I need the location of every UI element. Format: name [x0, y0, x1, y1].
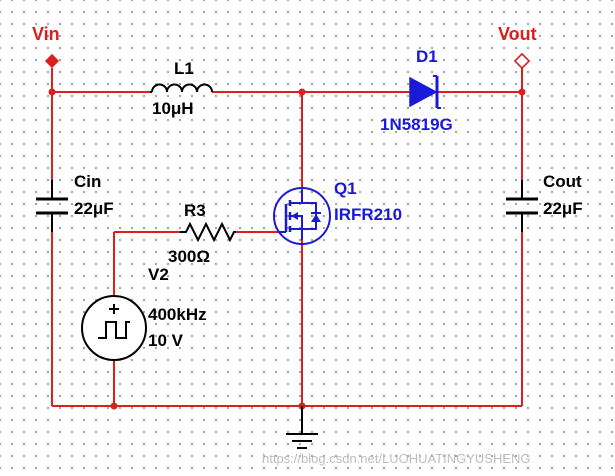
diode-d1-value: 1N5819G	[380, 115, 453, 134]
voltage-source-v2-freq: 400kHz	[148, 305, 207, 324]
capacitor-cin[interactable]: Cin 22μF	[36, 172, 114, 232]
diode-d1-schottky-hooks	[433, 75, 441, 109]
diode-d1[interactable]: D1 1N5819G	[380, 47, 453, 134]
capacitor-cin-value: 22μF	[74, 199, 114, 218]
voltage-source-v2-name: V2	[148, 265, 169, 284]
resistor-r3-name: R3	[184, 201, 206, 220]
junction-vout	[518, 88, 526, 96]
inductor-l1-coil	[151, 83, 213, 93]
capacitor-cout[interactable]: Cout 22μF	[506, 172, 583, 232]
diode-d1-anode-triangle	[409, 76, 438, 108]
port-vout-label: Vout	[498, 24, 537, 44]
port-vin-marker[interactable]	[44, 53, 60, 69]
inductor-l1[interactable]: L1 10μH	[150, 59, 213, 118]
capacitor-cout-value: 22μF	[543, 199, 583, 218]
capacitor-cin-name: Cin	[74, 172, 101, 191]
inductor-l1-value: 10μH	[152, 99, 194, 118]
mosfet-q1-body-diode	[311, 214, 321, 222]
watermark: https://blog.csdn.net/LUOHUATINGYUSHENG	[262, 451, 531, 466]
wires	[51, 68, 523, 407]
voltage-source-v2-amp: 10 V	[148, 331, 184, 350]
mosfet-q1-name: Q1	[334, 179, 357, 198]
mosfet-q1-body	[273, 187, 331, 245]
capacitor-cout-name: Cout	[543, 172, 582, 191]
ground-symbol	[286, 406, 318, 449]
junctions	[48, 88, 526, 410]
voltage-source-v2[interactable]: V2 400kHz 10 V	[81, 265, 207, 361]
port-vin-label: Vin	[32, 24, 60, 44]
resistor-r3-zigzag	[180, 221, 236, 243]
inductor-l1-name: L1	[174, 59, 194, 78]
port-vin[interactable]: Vin	[32, 24, 60, 69]
voltage-source-v2-body	[81, 295, 147, 361]
mosfet-q1[interactable]: Q1 IRFR210	[273, 179, 402, 245]
mosfet-q1-value: IRFR210	[334, 205, 402, 224]
junction-vin	[48, 88, 56, 96]
resistor-r3-value: 300Ω	[168, 247, 210, 266]
junction-v2-gnd	[110, 402, 118, 410]
mosfet-q1-body-diode-wire	[302, 202, 317, 230]
port-vout[interactable]: Vout	[498, 24, 537, 70]
resistor-r3[interactable]: R3 300Ω	[168, 201, 236, 266]
voltage-source-v2-square-wave	[98, 321, 130, 339]
junction-switch-node	[298, 88, 306, 96]
port-vout-marker[interactable]	[513, 52, 531, 70]
diode-d1-name: D1	[416, 47, 438, 66]
mosfet-q1-drain	[290, 190, 303, 204]
mosfet-q1-arrow	[291, 212, 298, 220]
